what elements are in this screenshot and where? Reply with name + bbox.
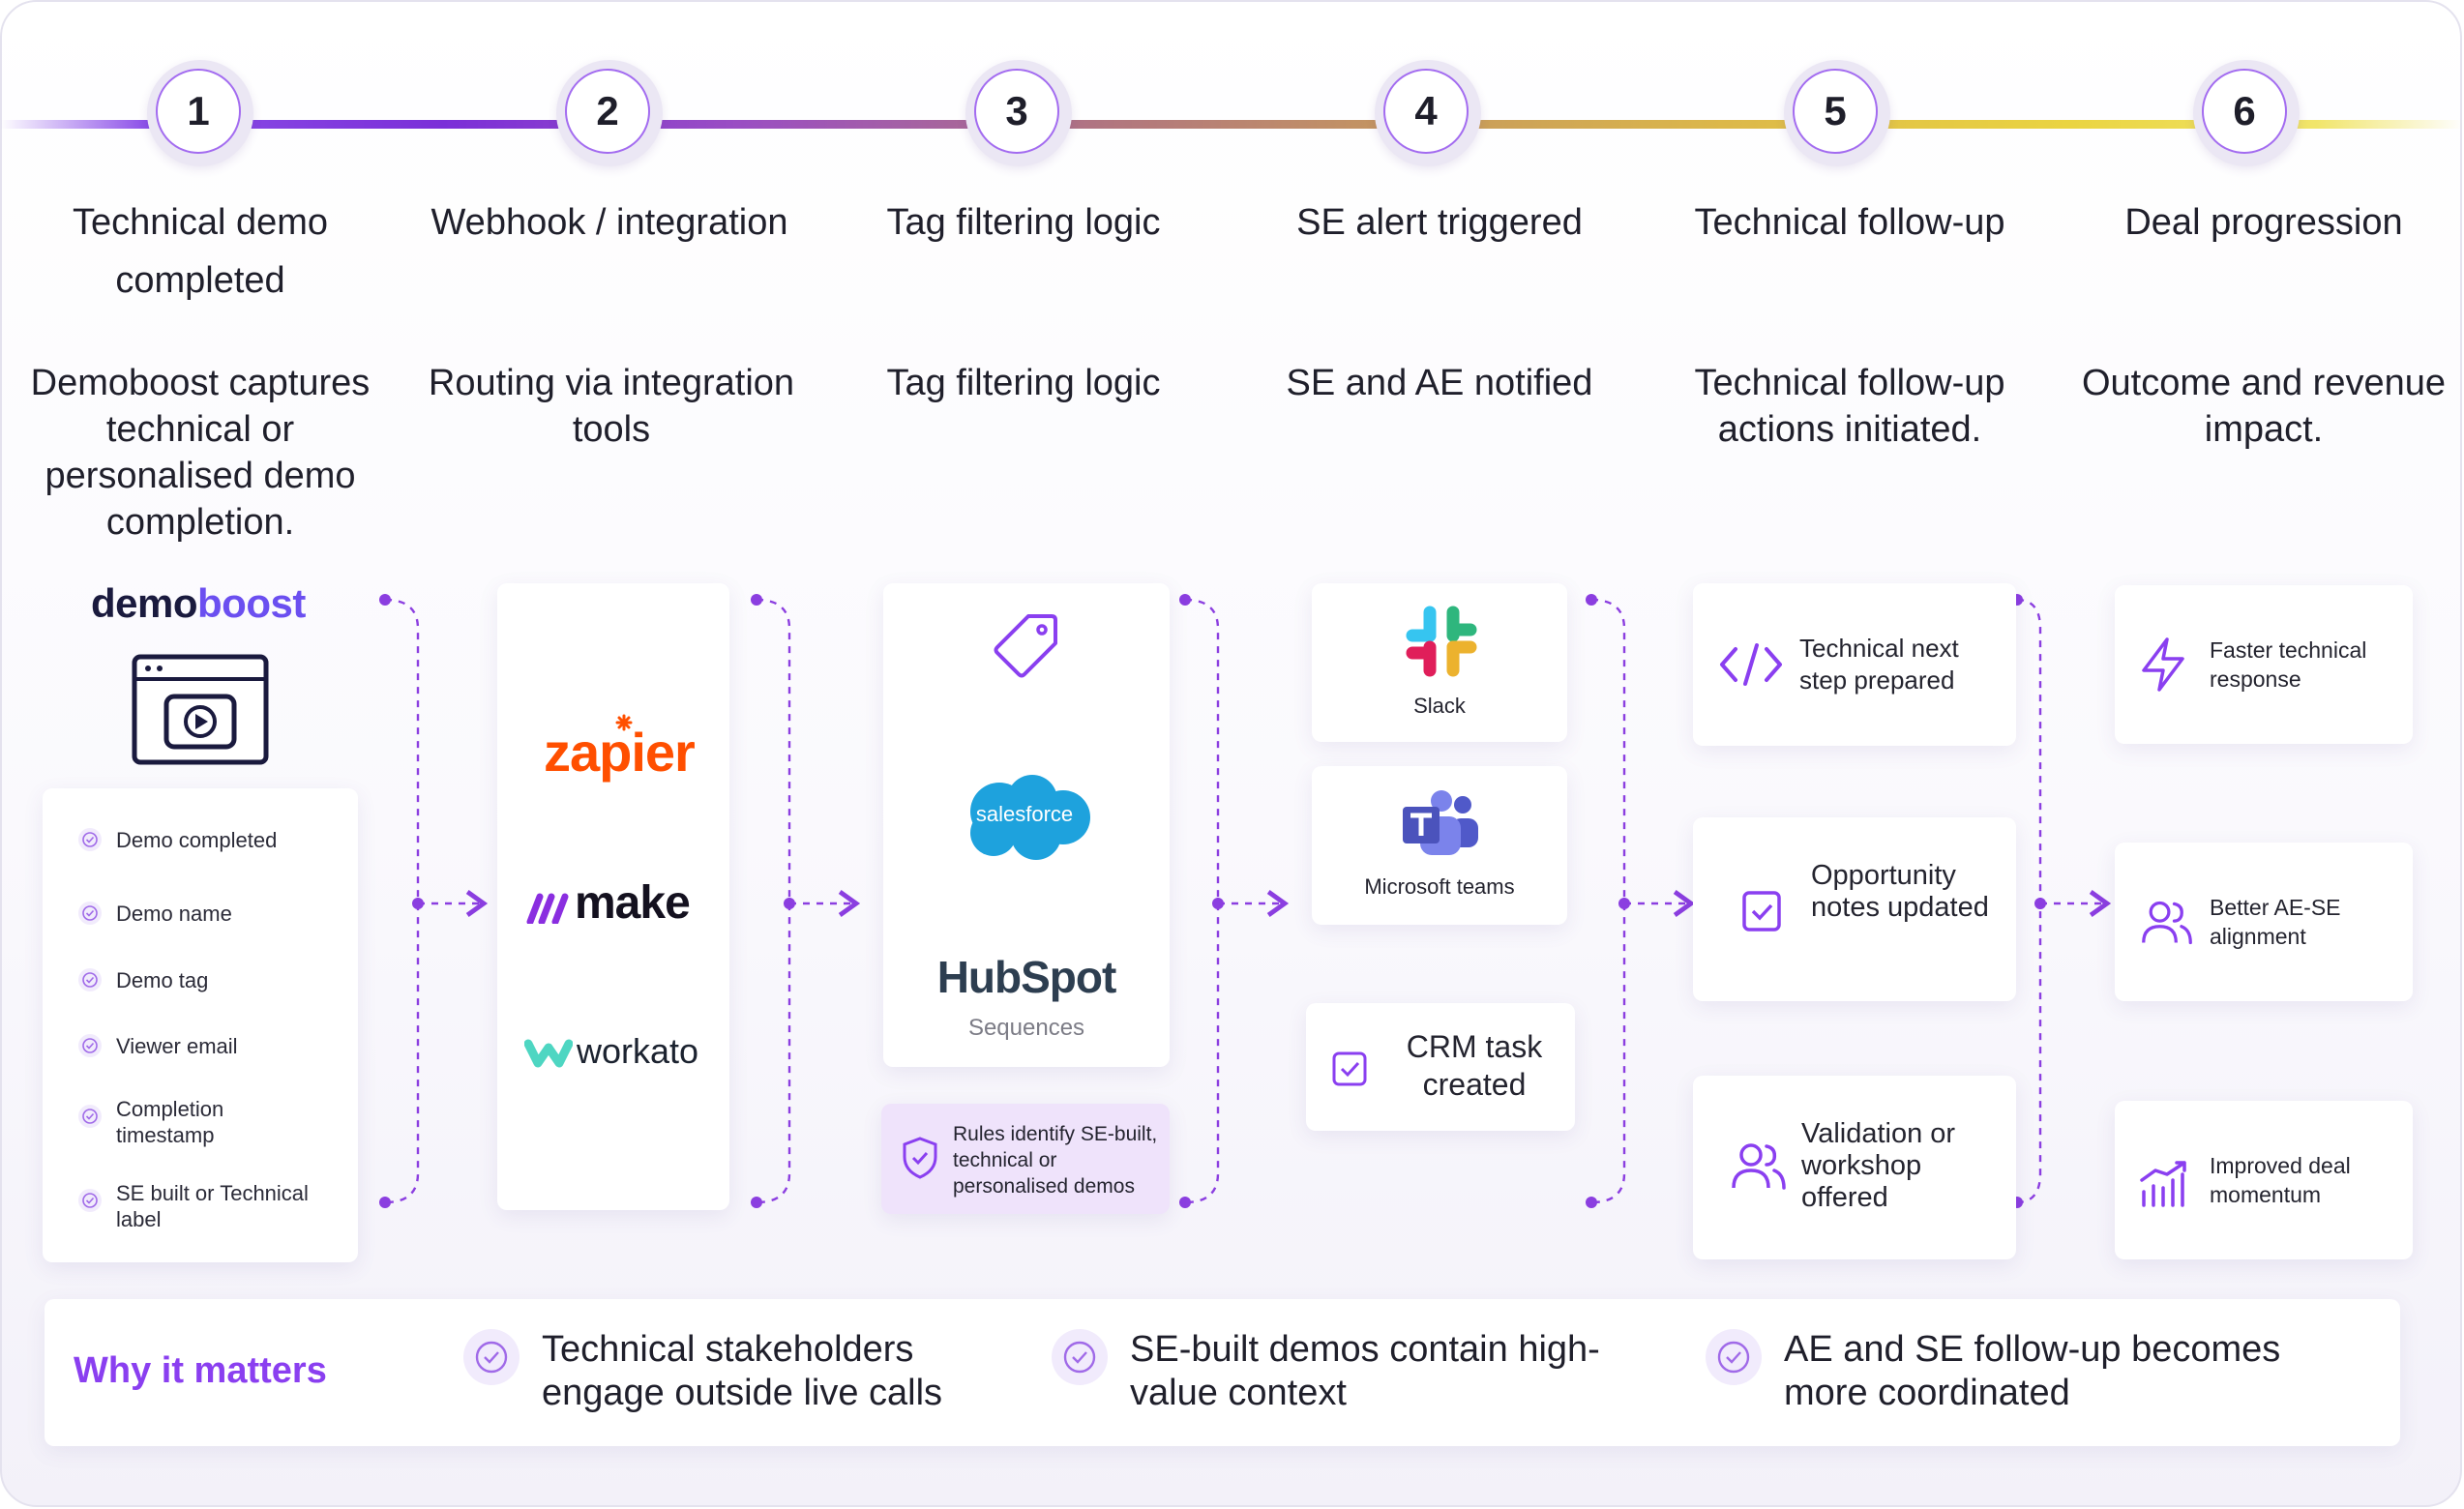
step-desc-2: Routing via integration tools xyxy=(428,363,795,450)
timeline-line xyxy=(0,120,2464,129)
outcome-card-1: Faster technical response xyxy=(2115,585,2413,744)
followup-card-2: Opportunity notes updated xyxy=(1693,817,2016,1001)
zapier-asterisk-icon xyxy=(615,714,633,731)
why-item: SE-built demos contain high-value contex… xyxy=(1051,1328,1633,1415)
why-item: Technical stakeholders engage outside li… xyxy=(462,1328,967,1415)
step-desc-4: SE and AE notified xyxy=(1286,363,1593,403)
step-number: 6 xyxy=(2202,69,2287,154)
step-circle-2: 2 xyxy=(556,60,663,166)
checkbox-icon xyxy=(1332,1051,1367,1086)
outcome-label-1: Faster technical response xyxy=(2210,637,2367,692)
zapier-logo: zapier xyxy=(544,722,696,783)
why-item-text: Technical stakeholders engage outside li… xyxy=(542,1329,943,1413)
step-desc-1: Demoboost captures technical or personal… xyxy=(30,363,371,543)
step-circle-3: 3 xyxy=(965,60,1072,166)
step-circle-1: 1 xyxy=(147,60,253,166)
teams-card: Microsoft teams xyxy=(1312,766,1567,925)
field-row: Demo completed xyxy=(77,827,277,853)
step-desc-3: Tag filtering logic xyxy=(886,363,1161,403)
check-circle-icon xyxy=(78,1189,102,1212)
users-icon xyxy=(1732,1143,1786,1190)
step-title-5: Technical follow-up xyxy=(1694,202,2005,243)
rules-card: Rules identify SE-built, technical or pe… xyxy=(881,1104,1170,1214)
integration-tools-card: zapier make workato xyxy=(497,583,729,1210)
outcome-label-3: Improved deal momentum xyxy=(2210,1153,2351,1207)
field-row: Demo tag xyxy=(77,967,208,993)
microsoft-teams-icon xyxy=(1403,790,1478,855)
step-number: 5 xyxy=(1793,69,1878,154)
outcome-label-2: Better AE-SE alignment xyxy=(2210,895,2341,949)
followup-card-3: Validation or workshop offered xyxy=(1693,1076,2016,1259)
check-circle-icon xyxy=(78,1034,102,1057)
step-number: 1 xyxy=(156,69,241,154)
step-circle-4: 4 xyxy=(1375,60,1481,166)
users-icon xyxy=(2142,901,2192,945)
check-circle-icon xyxy=(1052,1329,1108,1385)
workato-icon xyxy=(524,1039,573,1068)
field-row: Completion timestamp xyxy=(77,1096,319,1148)
outcome-card-2: Better AE-SE alignment xyxy=(2115,843,2413,1001)
crm-task-card: CRM task created xyxy=(1306,1003,1575,1131)
hubspot-logo: HubSpot xyxy=(936,952,1117,1002)
step-number: 4 xyxy=(1383,69,1469,154)
check-circle-icon xyxy=(78,902,102,925)
demo-fields-card: Demo completed Demo name Demo tag Viewer… xyxy=(43,788,358,1262)
tag-icon xyxy=(994,614,1057,678)
followup-label-1: Technical next step prepared xyxy=(1799,634,1959,695)
step-desc-5: Technical follow-up actions initiated. xyxy=(1694,363,2005,450)
slack-icon xyxy=(1406,606,1477,677)
shield-check-icon xyxy=(903,1137,937,1179)
demoboost-logo: demoboost xyxy=(91,580,306,626)
why-it-matters-panel: Why it matters Technical stakeholders en… xyxy=(45,1299,2400,1446)
followup-label-2: Opportunity notes updated xyxy=(1811,860,1989,923)
slack-label: Slack xyxy=(1413,694,1466,718)
check-circle-icon xyxy=(78,1105,102,1128)
step-title-2: Webhook / integration xyxy=(430,202,788,243)
field-row: SE built or Technical label xyxy=(77,1180,339,1232)
why-item-text: SE-built demos contain high-value contex… xyxy=(1130,1329,1600,1413)
bar-growth-icon xyxy=(2140,1161,2186,1207)
rules-text: Rules identify SE-built, technical or pe… xyxy=(953,1123,1158,1198)
teams-label: Microsoft teams xyxy=(1364,874,1515,899)
step-number: 2 xyxy=(565,69,650,154)
step-title-6: Deal progression xyxy=(2124,202,2403,243)
field-row: Demo name xyxy=(77,901,232,927)
why-it-matters-title: Why it matters xyxy=(74,1350,327,1391)
step-title-3: Tag filtering logic xyxy=(886,202,1161,243)
code-icon xyxy=(1720,643,1782,686)
demo-video-icon xyxy=(132,654,269,765)
step-circle-5: 5 xyxy=(1784,60,1890,166)
step-title-1: Technical demo completed xyxy=(72,202,329,301)
check-circle-icon xyxy=(78,828,102,851)
check-circle-icon xyxy=(78,968,102,991)
check-circle-icon xyxy=(1706,1329,1762,1385)
followup-label-3: Validation or workshop offered xyxy=(1801,1118,1956,1213)
step-desc-6: Outcome and revenue impact. xyxy=(2081,363,2446,450)
step-title-4: SE alert triggered xyxy=(1296,202,1583,243)
crm-task-label: CRM task created xyxy=(1406,1029,1543,1102)
hubspot-sequences-label: Sequences xyxy=(967,1015,1085,1041)
crm-tools-card: salesforce HubSpot Sequences xyxy=(883,583,1170,1067)
workato-logo: workato xyxy=(577,1031,699,1071)
field-row: Viewer email xyxy=(77,1033,238,1059)
why-item-text: AE and SE follow-up becomes more coordin… xyxy=(1784,1329,2281,1413)
salesforce-logo: salesforce xyxy=(975,802,1074,826)
lightning-icon xyxy=(2142,637,2184,692)
step-number: 3 xyxy=(974,69,1059,154)
slack-card: Slack xyxy=(1312,583,1567,742)
outcome-card-3: Improved deal momentum xyxy=(2115,1101,2413,1259)
followup-card-1: Technical next step prepared xyxy=(1693,583,2016,746)
salesforce-cloud-icon xyxy=(970,775,1090,860)
check-circle-icon xyxy=(463,1329,520,1385)
step-circle-6: 6 xyxy=(2193,60,2300,166)
checkbox-icon xyxy=(1742,891,1781,932)
make-logo: make xyxy=(575,877,691,929)
why-item: AE and SE follow-up becomes more coordin… xyxy=(1705,1328,2326,1415)
make-icon xyxy=(526,893,569,924)
